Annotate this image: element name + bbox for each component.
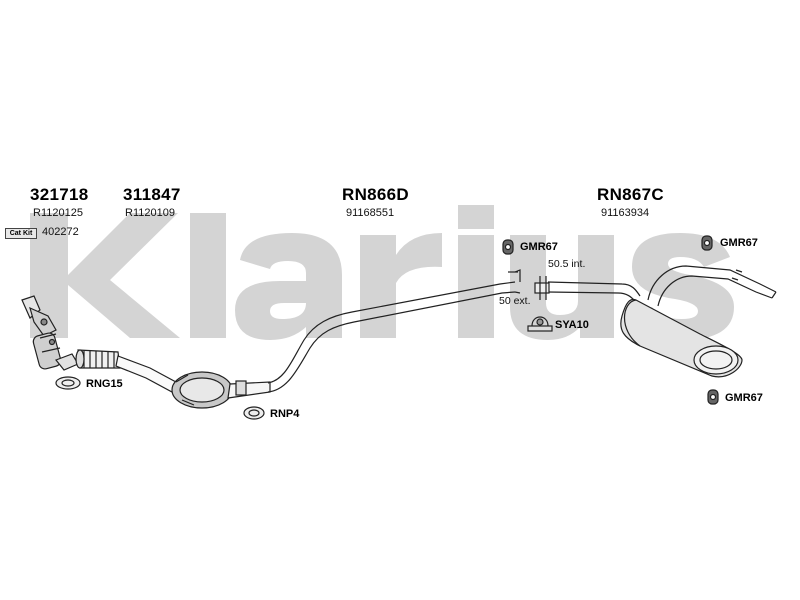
dimension-internal: 50.5 int. [548,258,586,270]
part-code-311847: 311847 [123,185,181,204]
rubber-mount-gmr67-c-icon [707,389,719,405]
part-code-rn866d: RN866D [342,185,409,204]
main-catalyst [171,371,271,409]
label-gmr67-b: GMR67 [720,237,758,249]
rear-silencer-assembly [534,265,777,378]
part-ref-321718: R1120125 [33,207,83,219]
cat-kit-number: 402272 [42,226,79,238]
label-gmr67-a: GMR67 [520,241,558,253]
dimension-external: 50 ext. [499,295,531,307]
centre-pipe [267,269,521,393]
gasket-rnp4-icon [243,406,265,420]
klarius-watermark [30,205,734,340]
part-code-321718: 321718 [30,185,89,204]
part-code-rn867c: RN867C [597,185,664,204]
part-ref-rn867c: 91163934 [601,207,650,219]
cat-kit-badge: Cat Kit [5,228,37,239]
label-rnp4: RNP4 [270,408,300,420]
label-gmr67-c: GMR67 [725,392,763,404]
front-catalyst-manifold [21,295,79,371]
clamp-sya10-icon [527,316,553,332]
label-sya10: SYA10 [555,319,589,331]
label-rng15: RNG15 [86,378,123,390]
rubber-mount-gmr67-a-icon [502,239,514,255]
gasket-rng15-icon [55,376,81,390]
rubber-mount-gmr67-b-icon [701,235,713,251]
part-ref-rn866d: 91168551 [346,207,395,219]
part-ref-311847: R1120109 [125,207,175,219]
